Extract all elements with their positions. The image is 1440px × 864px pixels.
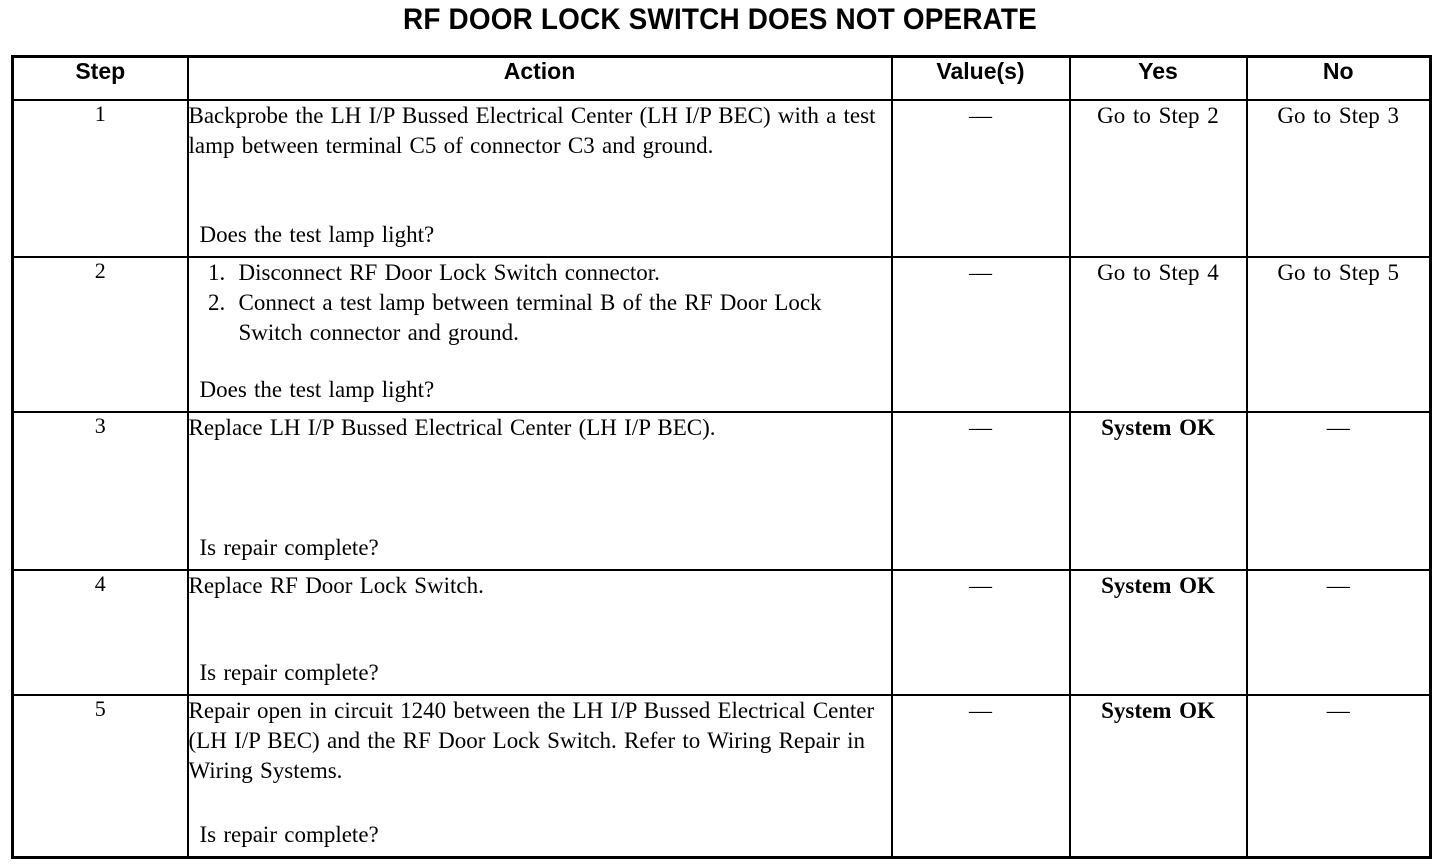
step-number: 1 <box>11 98 189 258</box>
column-header-step: Step <box>11 55 189 101</box>
no-dash: — <box>1326 414 1350 440</box>
action-cell: Replace LH I/P Bussed Electrical Center … <box>186 410 893 571</box>
column-header-no: No <box>1245 55 1432 101</box>
yes-cell: System OK <box>1068 693 1248 859</box>
action-step-item: Connect a test lamp between terminal B o… <box>233 288 891 348</box>
table-header-row: Step Action Value(s) Yes No <box>11 55 1432 101</box>
table-row: 3 Replace LH I/P Bussed Electrical Cente… <box>11 410 1432 571</box>
table-body: 1 Backprobe the LH I/P Bussed Electrical… <box>11 98 1432 859</box>
no-cell: — <box>1245 693 1432 859</box>
table-row: 1 Backprobe the LH I/P Bussed Electrical… <box>11 98 1432 258</box>
action-step-list: Disconnect RF Door Lock Switch connector… <box>189 258 891 348</box>
table-row: 4 Replace RF Door Lock Switch. Is repair… <box>11 568 1432 696</box>
action-question: Does the test lamp light? <box>199 376 435 402</box>
value-dash: — <box>969 414 992 440</box>
action-question: Is repair complete? <box>199 534 379 560</box>
step-number: 5 <box>11 693 189 859</box>
value-dash: — <box>969 102 992 128</box>
value-cell: — <box>890 568 1071 696</box>
table-row: 5 Repair open in circuit 1240 between th… <box>11 693 1432 859</box>
value-cell: — <box>890 98 1071 258</box>
step-number: 4 <box>11 568 189 696</box>
action-question: Is repair complete? <box>199 822 379 847</box>
action-cell: Replace RF Door Lock Switch. Is repair c… <box>186 568 893 696</box>
yes-cell: Go to Step 2 <box>1068 98 1248 258</box>
no-cell: — <box>1245 568 1432 696</box>
action-text: Backprobe the LH I/P Bussed Electrical C… <box>188 102 876 158</box>
no-cell: Go to Step 3 <box>1245 98 1432 258</box>
action-wrap: Backprobe the LH I/P Bussed Electrical C… <box>189 101 891 256</box>
no-cell: Go to Step 5 <box>1245 255 1432 413</box>
step-number: 2 <box>11 255 189 413</box>
yes-cell: Go to Step 4 <box>1068 255 1248 413</box>
action-wrap: Disconnect RF Door Lock Switch connector… <box>189 258 891 411</box>
action-cell: Repair open in circuit 1240 between the … <box>186 693 893 859</box>
table-row: 2 Disconnect RF Door Lock Switch connect… <box>11 255 1432 413</box>
column-header-value: Value(s) <box>890 55 1071 101</box>
action-step-item: Disconnect RF Door Lock Switch connector… <box>233 258 891 288</box>
action-cell: Disconnect RF Door Lock Switch connector… <box>186 255 893 413</box>
column-header-yes: Yes <box>1068 55 1248 101</box>
value-cell: — <box>890 693 1071 859</box>
value-cell: — <box>890 255 1071 413</box>
yes-cell: System OK <box>1068 410 1248 571</box>
action-cell: Backprobe the LH I/P Bussed Electrical C… <box>186 98 893 258</box>
column-header-action: Action <box>186 55 893 101</box>
value-dash: — <box>969 572 992 598</box>
no-dash: — <box>1326 697 1350 723</box>
action-question: Does the test lamp light? <box>199 221 435 247</box>
no-cell: — <box>1245 410 1432 571</box>
step-number: 3 <box>11 410 189 571</box>
action-question: Is repair complete? <box>199 659 379 685</box>
table-header: Step Action Value(s) Yes No <box>11 55 1432 101</box>
action-text: Repair open in circuit 1240 between the … <box>188 697 875 783</box>
no-dash: — <box>1326 572 1350 598</box>
value-dash: — <box>969 697 992 723</box>
action-text: Replace LH I/P Bussed Electrical Center … <box>188 414 716 440</box>
action-wrap: Replace RF Door Lock Switch. Is repair c… <box>189 571 891 694</box>
action-wrap: Repair open in circuit 1240 between the … <box>189 696 891 857</box>
action-text: Replace RF Door Lock Switch. <box>188 572 484 598</box>
action-wrap: Replace LH I/P Bussed Electrical Center … <box>189 413 891 569</box>
diagnostic-table: Step Action Value(s) Yes No 1 Backprobe … <box>11 55 1432 859</box>
yes-cell: System OK <box>1068 568 1248 696</box>
page-title: RF DOOR LOCK SWITCH DOES NOT OPERATE <box>403 3 1037 36</box>
value-cell: — <box>890 410 1071 571</box>
value-dash: — <box>969 259 992 285</box>
